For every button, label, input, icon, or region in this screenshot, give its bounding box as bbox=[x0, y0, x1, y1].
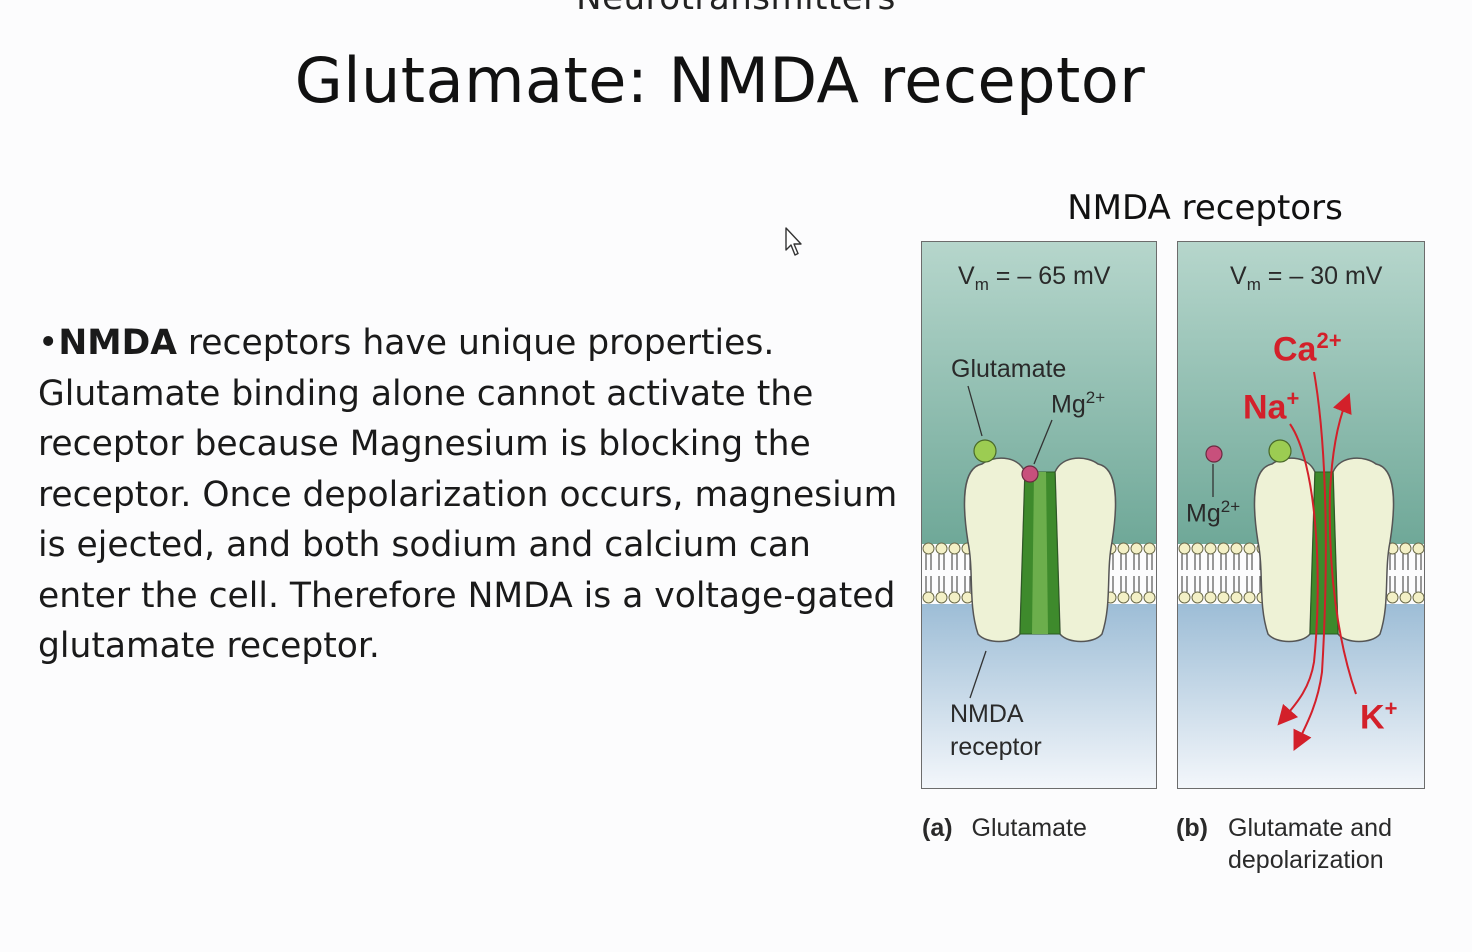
nmda-receptor-label-line1: NMDA bbox=[950, 700, 1024, 728]
magnesium-label: Mg2+ bbox=[1051, 388, 1106, 419]
glutamate-molecule bbox=[973, 439, 997, 463]
calcium-influx-arrow bbox=[1293, 371, 1327, 751]
nmda-receptor-label-line2: receptor bbox=[950, 733, 1042, 761]
caption-b-text-line1: Glutamate and bbox=[1228, 814, 1392, 842]
caption-a: (a) Glutamate bbox=[922, 812, 1087, 844]
caption-b: (b) Glutamate and depolarization bbox=[1176, 812, 1392, 876]
sodium-ion-label: Na+ bbox=[1243, 386, 1300, 427]
potassium-efflux-arrow bbox=[1328, 392, 1357, 695]
panel-a-illustration bbox=[922, 242, 1156, 788]
body-text: receptors have unique properties. Glutam… bbox=[38, 323, 898, 666]
body-bold-term: NMDA bbox=[58, 323, 177, 363]
receptor-left-subunit bbox=[963, 457, 1026, 643]
caption-a-text: Glutamate bbox=[971, 814, 1087, 842]
intracellular-space bbox=[922, 604, 1156, 788]
panel-a-vm-label: Vm = – 65 mV bbox=[958, 262, 1111, 294]
caption-a-letter: (a) bbox=[922, 814, 953, 842]
glutamate-label: Glutamate bbox=[951, 355, 1067, 383]
panel-b: Vm = – 30 mV Ca2+ Na+ K+ Mg2+ bbox=[1177, 241, 1425, 789]
panel-b-illustration bbox=[1178, 242, 1424, 788]
figure-title: NMDA receptors bbox=[1067, 188, 1343, 228]
panel-b-vm-label: Vm = – 30 mV bbox=[1230, 262, 1383, 294]
mouse-cursor-icon bbox=[785, 227, 802, 256]
slide-section-header: Neurotransmitters bbox=[0, 0, 1472, 18]
caption-b-letter: (b) bbox=[1176, 814, 1208, 842]
magnesium-ion-ejected bbox=[1205, 445, 1223, 463]
magnesium-label: Mg2+ bbox=[1186, 497, 1241, 528]
magnesium-ion bbox=[1021, 465, 1039, 483]
potassium-ion-label: K+ bbox=[1360, 696, 1398, 737]
calcium-ion-label: Ca2+ bbox=[1273, 328, 1342, 369]
caption-b-text-line2: depolarization bbox=[1228, 846, 1384, 874]
sodium-influx-arrow bbox=[1277, 423, 1319, 726]
receptor-right-subunit bbox=[1332, 457, 1395, 643]
body-paragraph: •NMDA receptors have unique properties. … bbox=[38, 318, 908, 672]
receptor-right-subunit bbox=[1054, 457, 1117, 643]
receptor-left-subunit bbox=[1253, 457, 1316, 643]
glutamate-molecule bbox=[1268, 439, 1292, 463]
panel-a: Vm = – 65 mV Glutamate Mg2+ NMDA recepto… bbox=[921, 241, 1157, 789]
bullet-glyph: • bbox=[38, 323, 59, 363]
slide-title: Glutamate: NMDA receptor bbox=[294, 44, 1146, 117]
